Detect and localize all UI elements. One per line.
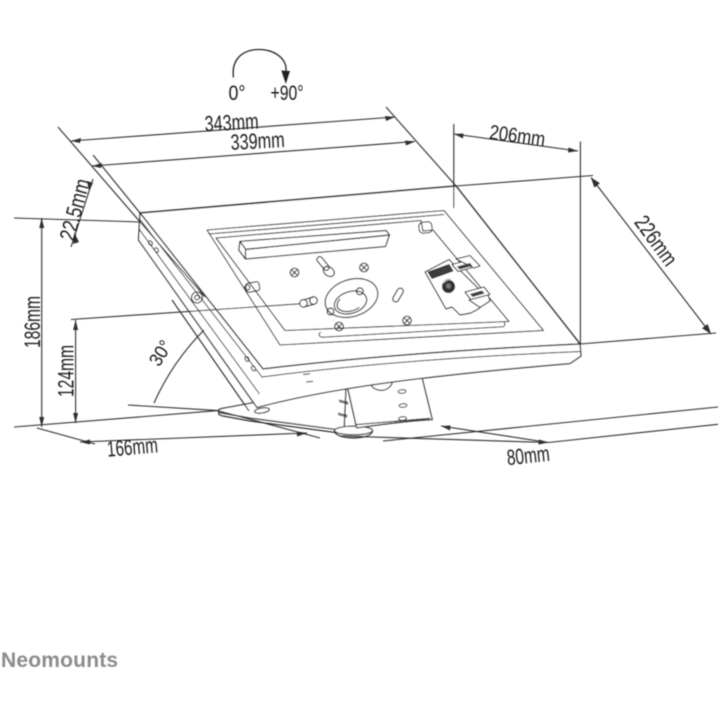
- svg-text:0°: 0°: [229, 82, 246, 105]
- svg-text:80mm: 80mm: [506, 441, 551, 470]
- svg-text:226mm: 226mm: [629, 211, 682, 271]
- svg-text:124mm: 124mm: [54, 345, 79, 397]
- svg-text:22.5mm: 22.5mm: [55, 176, 95, 243]
- svg-text:166mm: 166mm: [106, 432, 159, 461]
- svg-text:186mm: 186mm: [20, 296, 45, 348]
- svg-text:343mm: 343mm: [204, 109, 259, 137]
- svg-text:339mm: 339mm: [230, 127, 285, 155]
- svg-text:+90°: +90°: [271, 82, 304, 105]
- svg-text:Neomounts: Neomounts: [1, 649, 118, 672]
- svg-text:30°: 30°: [146, 337, 178, 370]
- svg-text:206mm: 206mm: [488, 121, 547, 151]
